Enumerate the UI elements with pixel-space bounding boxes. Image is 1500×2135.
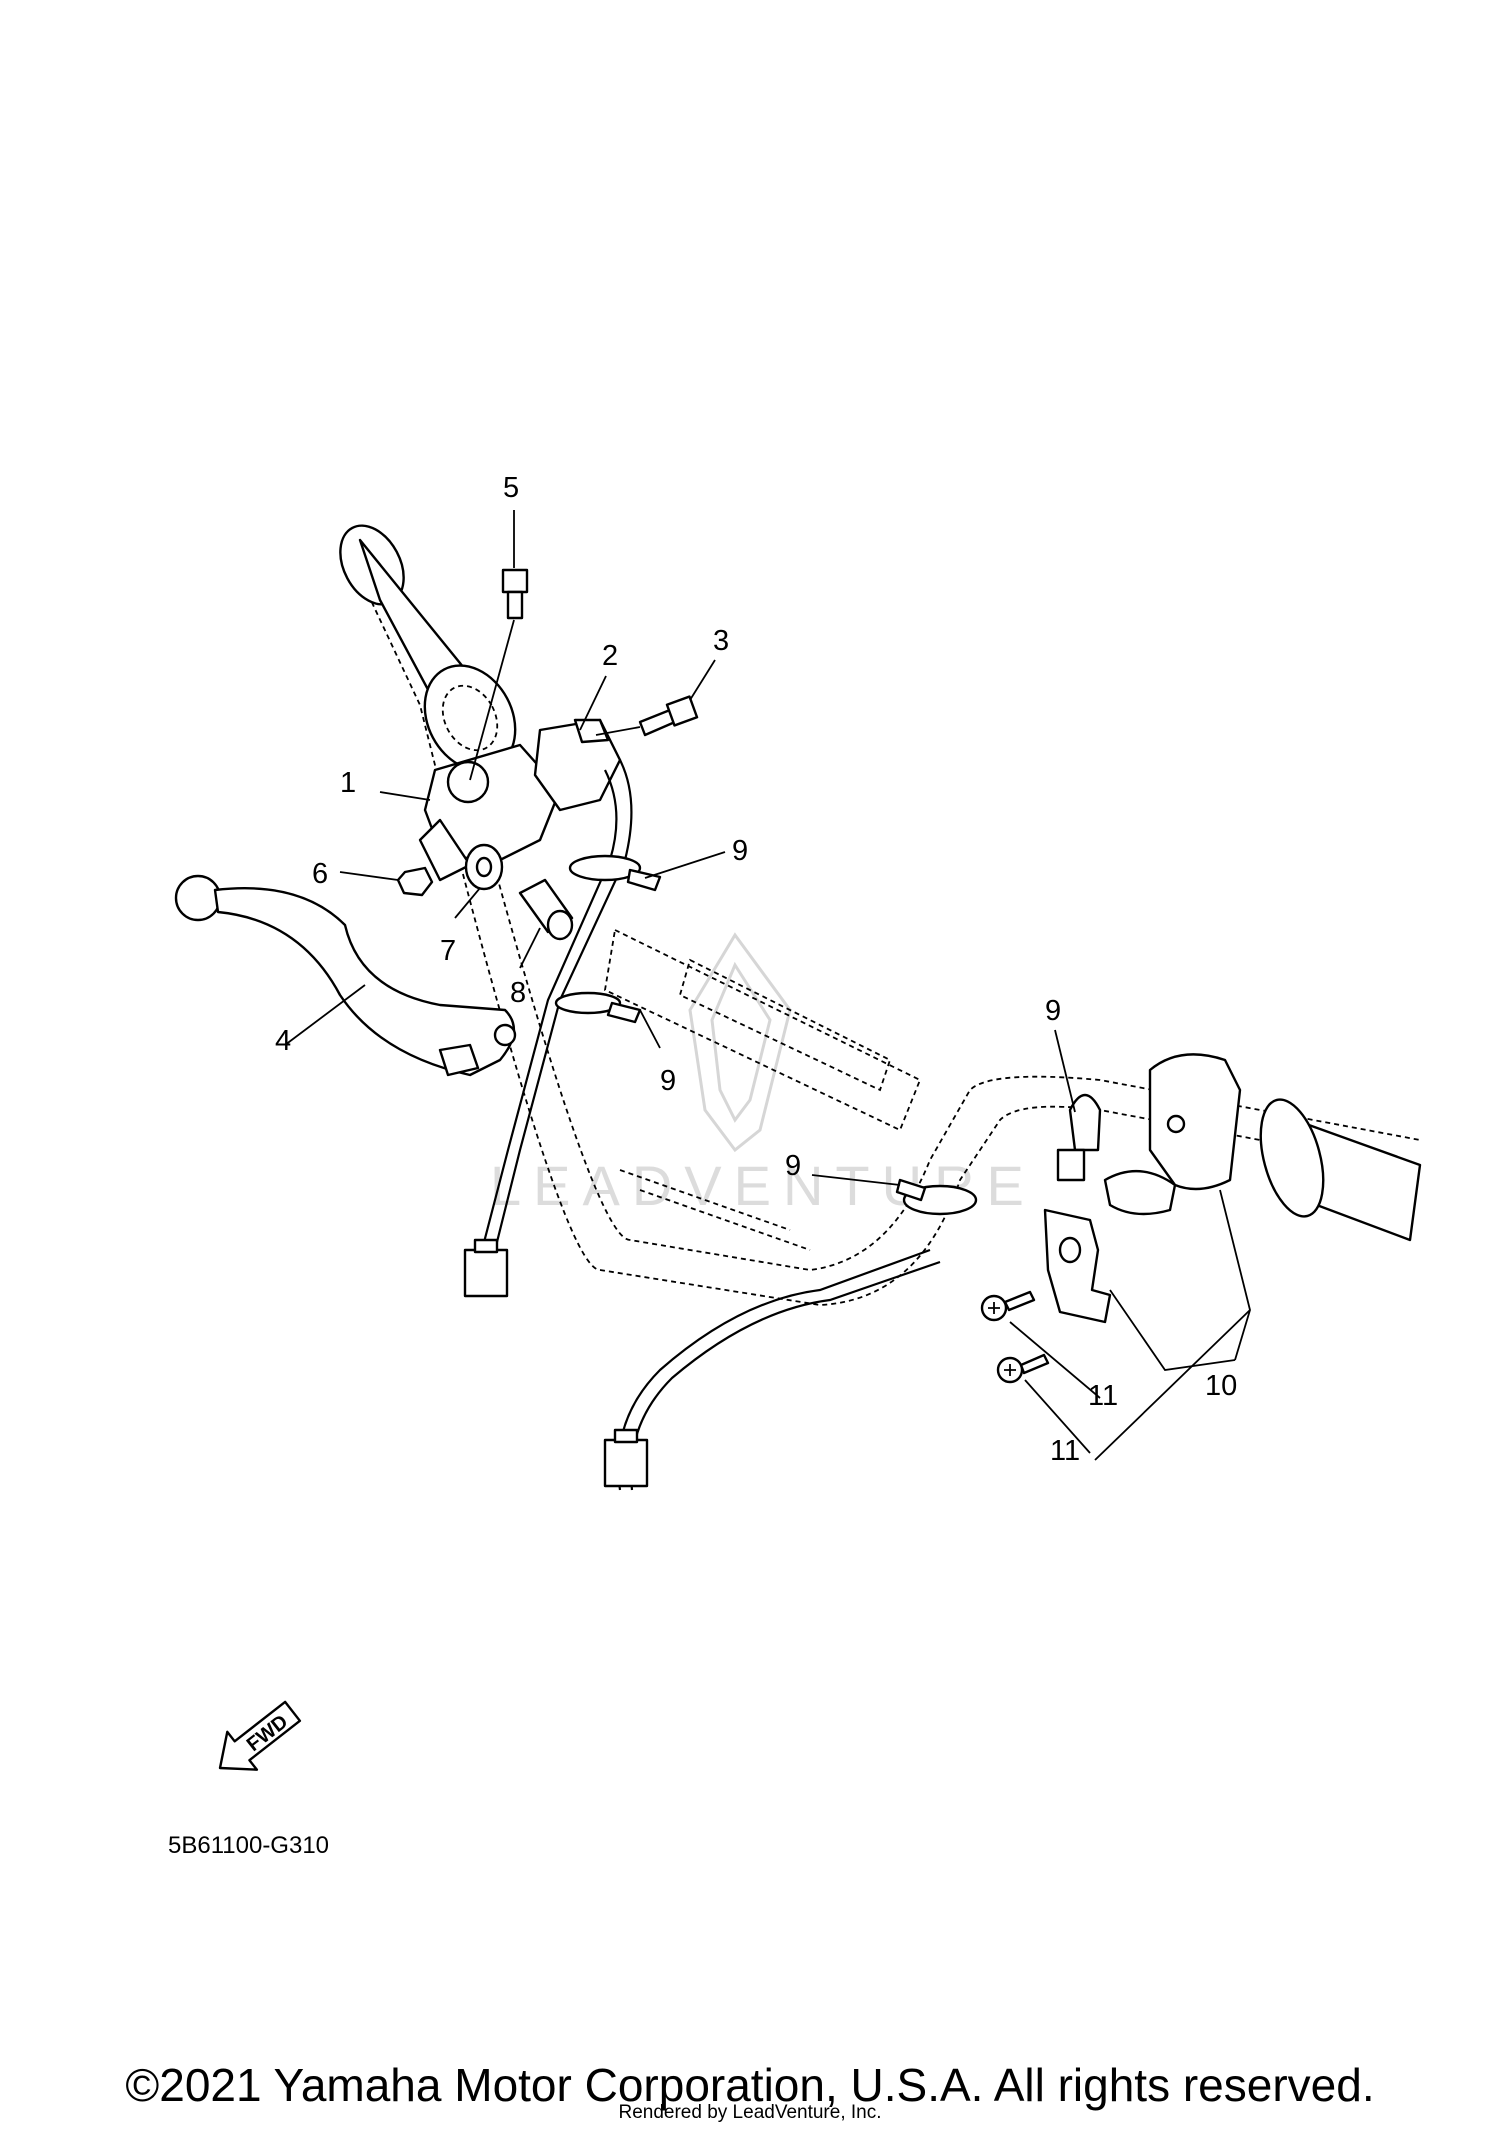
bolt-3 (595, 695, 699, 737)
callout-4: 4 (275, 1025, 291, 1057)
diagram-code: 5B61100-G310 (168, 1832, 330, 1859)
switch-clamp (1043, 1208, 1112, 1324)
band-9-clip (1056, 1093, 1102, 1182)
holder-cap (533, 718, 622, 812)
bolt-5 (469, 568, 529, 781)
band-9-top (568, 854, 662, 892)
callout-7: 7 (440, 935, 456, 967)
callout-1: 1 (340, 767, 356, 799)
screw-11-lower (996, 1353, 1050, 1384)
watermark-logo: LEADVENTURE (490, 932, 1024, 1217)
callout-6: 6 (312, 858, 328, 890)
callout-9-d: 9 (785, 1150, 801, 1182)
rendered-by-text: Rendered by LeadVenture, Inc. (618, 2102, 882, 2123)
copyright-text: ©2021 Yamaha Motor Corporation, U.S.A. A… (125, 2059, 1375, 2111)
clutch-lever (174, 874, 517, 1077)
callout-9-b: 9 (660, 1065, 676, 1097)
lever-holder (418, 743, 562, 882)
throttle-housing (1103, 1053, 1242, 1216)
washer-7 (464, 843, 504, 891)
callout-2: 2 (602, 640, 618, 672)
callout-10: 10 (1205, 1370, 1237, 1402)
right-grip (1259, 1098, 1422, 1242)
callout-11-a: 11 (1088, 1380, 1118, 1412)
nut-6 (396, 866, 434, 897)
left-switch-wire (463, 759, 633, 1298)
adjuster-8 (518, 878, 574, 941)
callout-11-b: 11 (1050, 1435, 1080, 1467)
band-9-mid (554, 991, 642, 1024)
band-9-right (895, 1178, 978, 1216)
callout-9-a: 9 (732, 835, 748, 867)
callout-9-c: 9 (1045, 995, 1061, 1027)
callout-3: 3 (713, 625, 729, 657)
callouts: 1 2 3 4 5 6 7 8 9 9 9 9 9 10 11 11 (275, 472, 1237, 1467)
right-switch-wire (603, 1248, 941, 1491)
leader-lines (284, 510, 1251, 1461)
screw-11-upper (980, 1290, 1036, 1322)
left-grip (339, 524, 517, 772)
fwd-arrow-icon: FWD (218, 1700, 302, 1771)
callout-5: 5 (503, 472, 519, 504)
callout-8: 8 (510, 977, 526, 1009)
